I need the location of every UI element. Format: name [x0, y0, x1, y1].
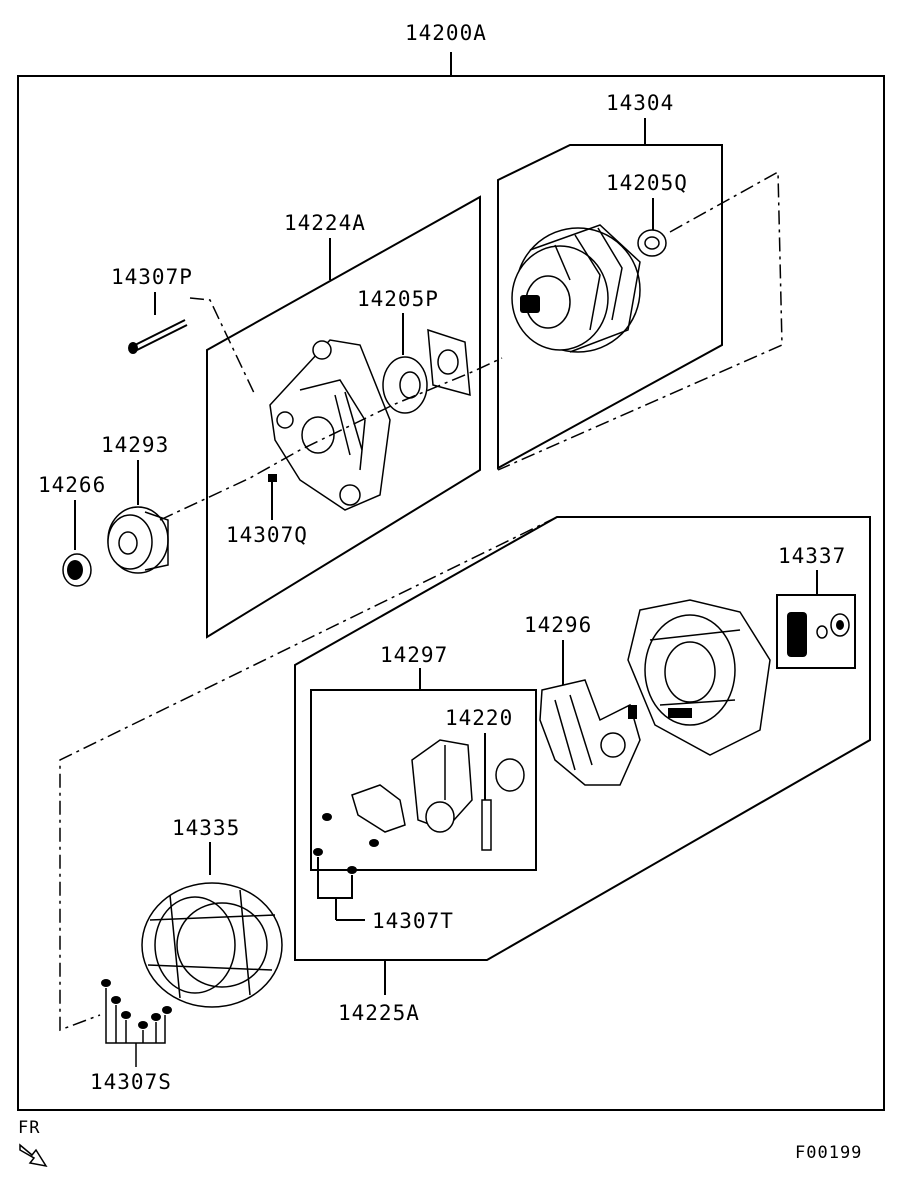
- screws-14307S: [101, 979, 172, 1029]
- label-14307T[interactable]: 14307T: [372, 909, 454, 933]
- screws-14307T: [313, 813, 379, 874]
- front-marker-label: FR: [18, 1118, 40, 1138]
- rear-housing-part: [627, 599, 771, 756]
- pulley-14293: [107, 506, 169, 574]
- retainer-plate-part: [427, 328, 471, 397]
- group-box-14297: [310, 689, 537, 871]
- front-arrow-icon: [19, 1143, 48, 1168]
- nut-14266: [62, 553, 92, 587]
- label-14205P[interactable]: 14205P: [357, 287, 439, 311]
- label-14307P[interactable]: 14307P: [111, 265, 193, 289]
- label-14304[interactable]: 14304: [606, 91, 674, 115]
- rectifier-14296: [539, 679, 641, 786]
- label-14205Q[interactable]: 14205Q: [606, 171, 688, 195]
- terminal-kit-14337: [787, 612, 850, 657]
- group-box-14224A: [206, 195, 481, 639]
- bearing-14205P: [382, 356, 428, 414]
- through-bolt-14307P: [128, 319, 188, 354]
- label-14293[interactable]: 14293: [101, 433, 169, 457]
- drive-end-housing-part: [269, 339, 391, 511]
- label-14200A[interactable]: 14200A: [405, 21, 487, 45]
- label-14220[interactable]: 14220: [445, 706, 513, 730]
- label-14307S[interactable]: 14307S: [90, 1070, 172, 1094]
- regulator-14220: [351, 739, 525, 851]
- label-14297[interactable]: 14297: [380, 643, 448, 667]
- label-14224A[interactable]: 14224A: [284, 211, 366, 235]
- rotor-part: [511, 224, 641, 353]
- label-14266[interactable]: 14266: [38, 473, 106, 497]
- bearing-14205Q: [637, 229, 667, 257]
- group-box-14304: [497, 144, 723, 470]
- label-14335[interactable]: 14335: [172, 816, 240, 840]
- screw-14307Q: [268, 474, 277, 490]
- label-14296[interactable]: 14296: [524, 613, 592, 637]
- label-14225A[interactable]: 14225A: [338, 1001, 420, 1025]
- stator-14335: [141, 882, 283, 1008]
- figure-code: F00199: [795, 1143, 862, 1163]
- label-14307Q[interactable]: 14307Q: [226, 523, 308, 547]
- label-14337[interactable]: 14337: [778, 544, 846, 568]
